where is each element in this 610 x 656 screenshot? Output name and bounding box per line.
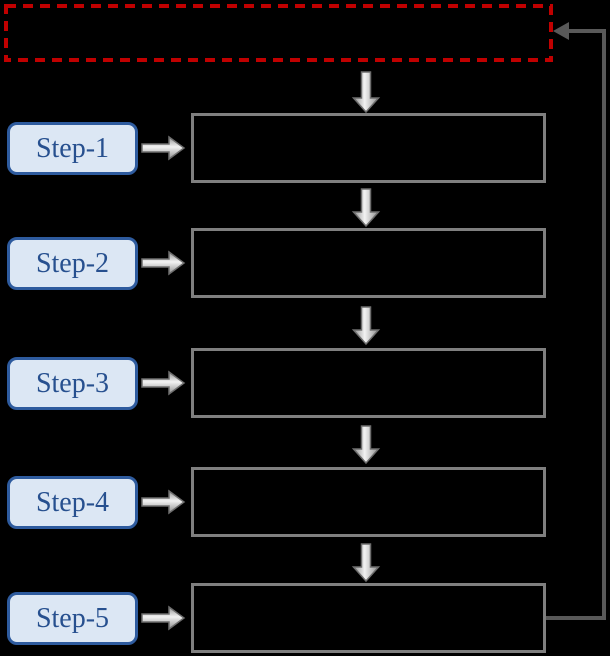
right-arrow-icon — [141, 605, 186, 631]
step-label-text: Step-2 — [35, 247, 110, 279]
step-label-3: Step-3 — [7, 357, 138, 410]
down-arrow-icon — [351, 306, 381, 346]
process-box-4 — [191, 467, 546, 537]
step-label-5: Step-5 — [7, 592, 138, 645]
step-label-text: Step-3 — [35, 367, 110, 399]
process-box-3 — [191, 348, 546, 418]
right-arrow-icon — [141, 489, 186, 515]
process-box-2 — [191, 228, 546, 298]
down-arrow-icon — [351, 188, 381, 228]
right-arrow-icon — [141, 135, 186, 161]
start-box — [4, 4, 553, 62]
step-label-text: Step-4 — [35, 486, 110, 518]
down-arrow-icon — [351, 71, 381, 114]
right-arrow-icon — [141, 370, 186, 396]
right-arrow-icon — [141, 250, 186, 276]
process-box-5 — [191, 583, 546, 653]
step-label-4: Step-4 — [7, 476, 138, 529]
feedback-arrowhead-icon — [553, 22, 569, 40]
down-arrow-icon — [351, 543, 381, 583]
feedback-line — [546, 29, 606, 620]
down-arrow-icon — [351, 425, 381, 465]
step-label-text: Step-5 — [35, 602, 110, 634]
step-label-1: Step-1 — [7, 122, 138, 175]
step-label-2: Step-2 — [7, 237, 138, 290]
process-box-1 — [191, 113, 546, 183]
step-label-text: Step-1 — [35, 132, 110, 164]
